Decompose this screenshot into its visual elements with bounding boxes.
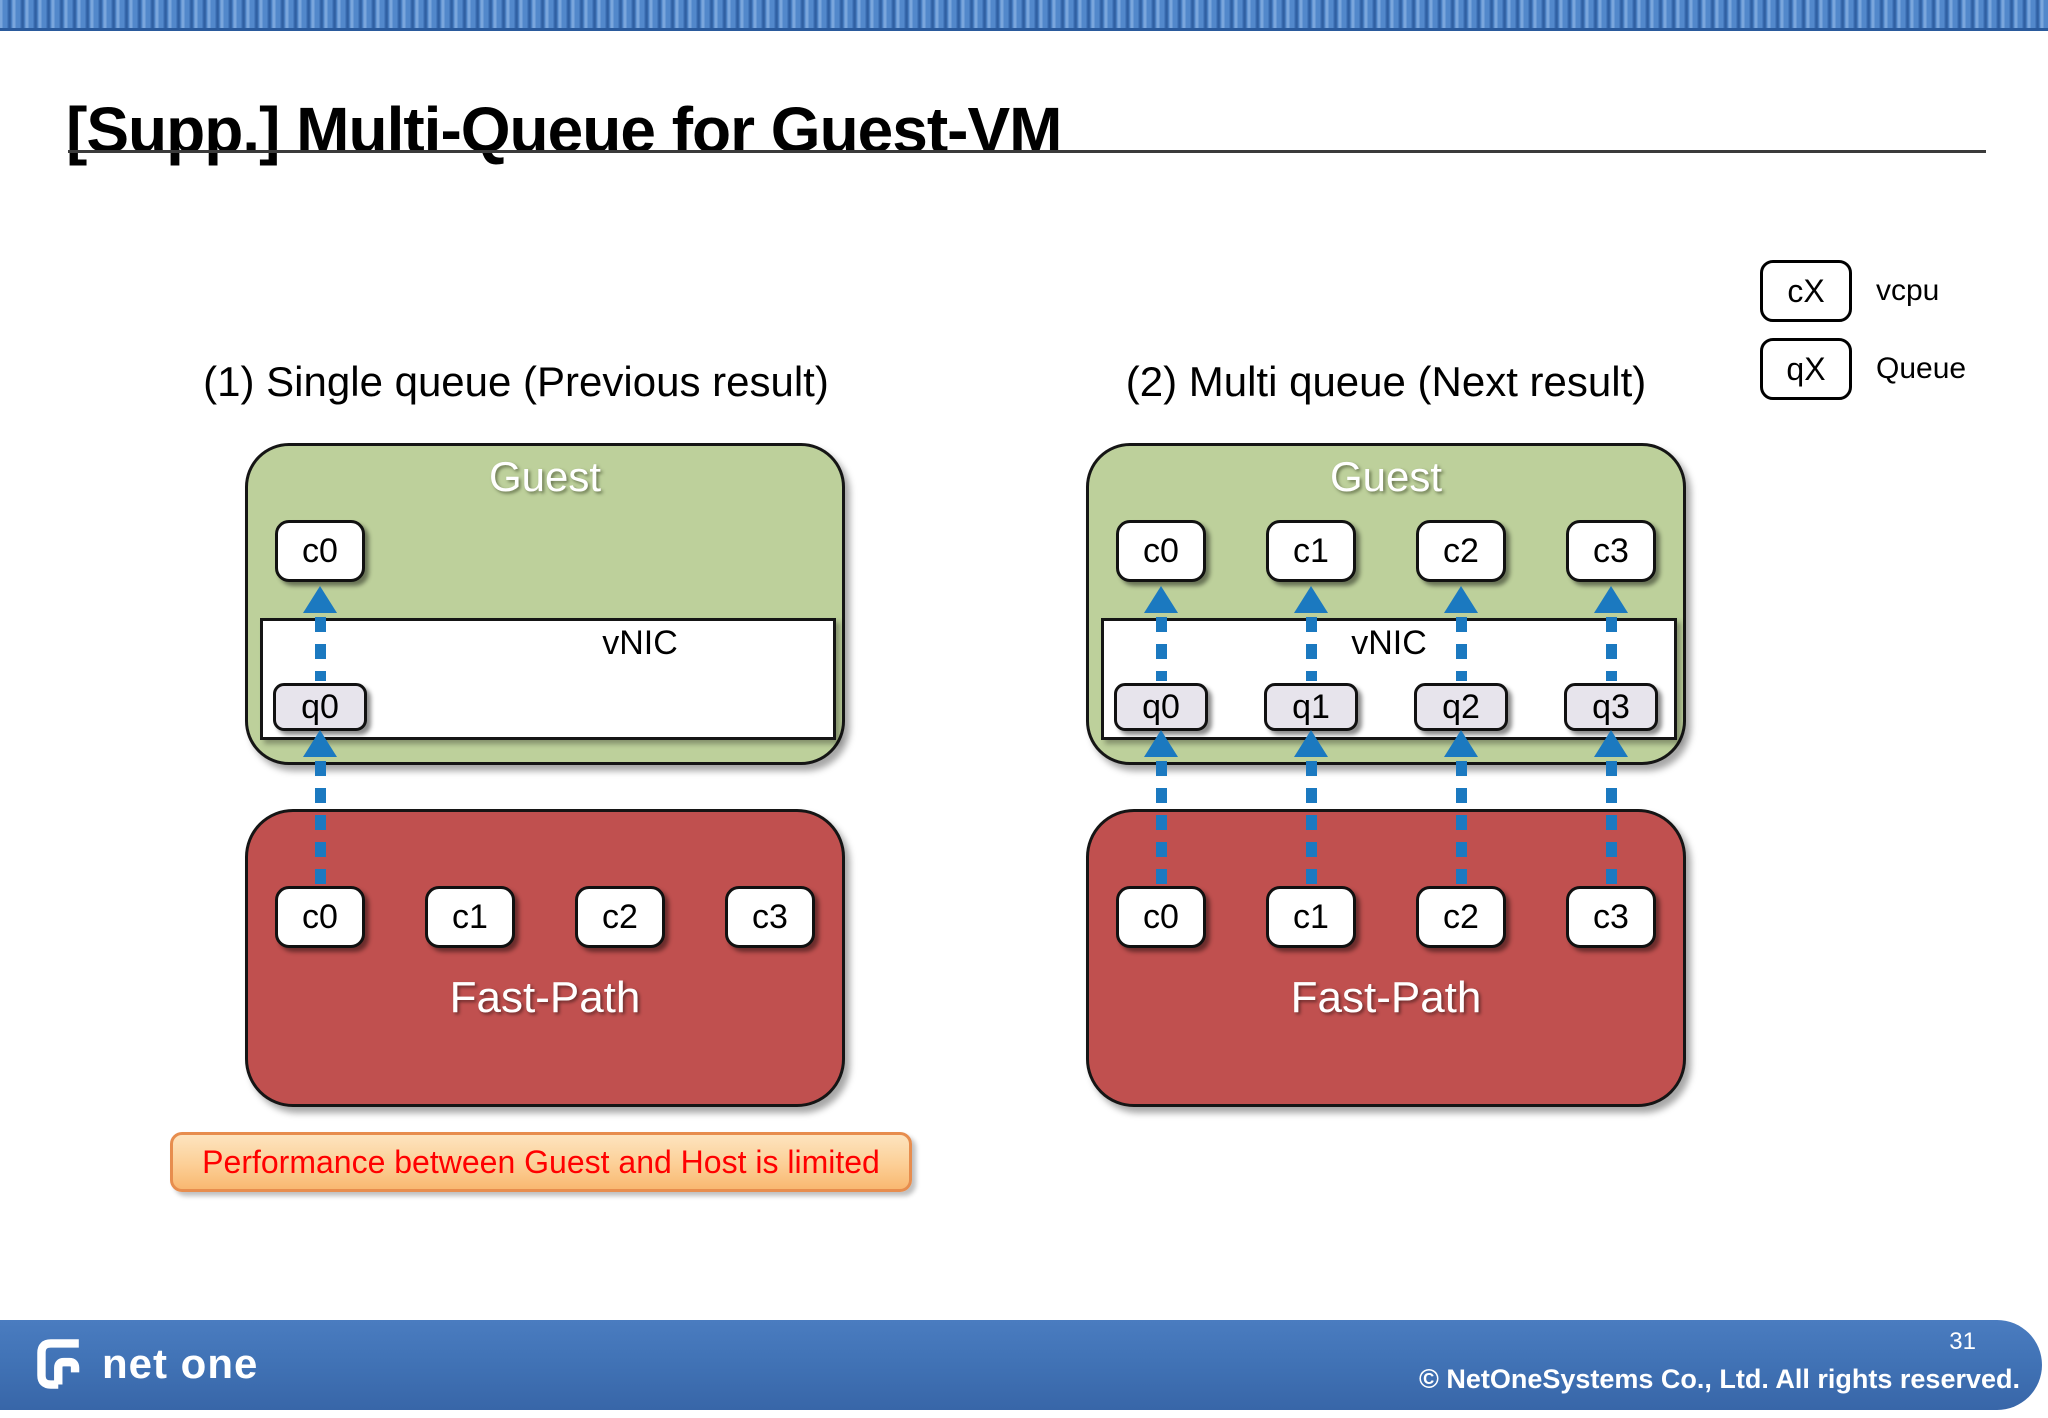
- page-title: [Supp.] Multi-Queue for Guest-VM: [66, 93, 1062, 166]
- legend-row-vcpu: cX vcpu: [1760, 260, 1939, 322]
- queue-legend-label: Queue: [1876, 352, 1967, 385]
- diagram-heading-multi-queue: (2) Multi queue (Next result): [1125, 358, 1647, 405]
- guest-vcpu-box: c0: [275, 520, 365, 582]
- page-number: 31: [1949, 1328, 1976, 1355]
- single-queue-diagram: Guest vNIC Fast-Path c0 q0 c0 c1 c2 c3: [245, 443, 845, 1115]
- guest-label: Guest: [1329, 453, 1443, 500]
- queue-box: q2: [1414, 683, 1508, 731]
- dashed-arrow-line: [1456, 617, 1467, 681]
- fastpath-vcpu-box: c2: [1416, 886, 1506, 948]
- arrow-up-icon: [1444, 730, 1478, 757]
- arrow-up-icon: [1294, 586, 1328, 613]
- netone-logo-icon: [37, 1339, 80, 1389]
- fastpath-vcpu-box: c1: [1266, 886, 1356, 948]
- fastpath-label: Fast-Path: [449, 973, 641, 1022]
- queue-box: q1: [1264, 683, 1358, 731]
- queue-box: q0: [1114, 683, 1208, 731]
- fastpath-vcpu-box: c3: [725, 886, 815, 948]
- netone-logo-text: net one: [102, 1340, 259, 1387]
- dashed-arrow-line: [1306, 761, 1317, 887]
- arrow-up-icon: [1144, 586, 1178, 613]
- dashed-arrow-line: [1156, 761, 1167, 887]
- guest-label: Guest: [488, 453, 602, 500]
- queue-box: q0: [273, 683, 367, 731]
- arrow-up-icon: [1294, 730, 1328, 757]
- footer-bar: net one 31 © NetOneSystems Co., Ltd. All…: [0, 1320, 2042, 1410]
- vcpu-legend-chip: cX: [1760, 260, 1852, 322]
- dashed-arrow-line: [315, 617, 326, 681]
- dashed-arrow-line: [315, 761, 326, 887]
- queue-legend-chip: qX: [1760, 338, 1852, 400]
- fastpath-vcpu-box: c1: [425, 886, 515, 948]
- queue-box: q3: [1564, 683, 1658, 731]
- dashed-arrow-line: [1606, 617, 1617, 681]
- arrow-up-icon: [1594, 730, 1628, 757]
- multi-queue-diagram: Guest vNIC Fast-Path c0 c1 c2 c3 q0 q1 q2 q3 c0 c…: [1086, 443, 1686, 1115]
- copyright-text: © NetOneSystems Co., Ltd. All rights res…: [1418, 1364, 2020, 1394]
- fastpath-vcpu-box: c3: [1566, 886, 1656, 948]
- dashed-arrow-line: [1156, 617, 1167, 681]
- dashed-arrow-line: [1606, 761, 1617, 887]
- title-rule: [68, 150, 1986, 153]
- dashed-arrow-line: [1306, 617, 1317, 681]
- arrow-up-icon: [1144, 730, 1178, 757]
- vcpu-legend-label: vcpu: [1876, 274, 1940, 307]
- guest-vcpu-box: c2: [1416, 520, 1506, 582]
- dashed-arrow-line: [1456, 761, 1467, 887]
- arrow-up-icon: [303, 586, 337, 613]
- guest-vcpu-box: c1: [1266, 520, 1356, 582]
- diagram-heading-single-queue: (1) Single queue (Previous result): [203, 358, 829, 405]
- arrow-up-icon: [303, 730, 337, 757]
- fastpath-vcpu-box: c0: [1116, 886, 1206, 948]
- legend-row-queue: qX Queue: [1760, 338, 1966, 400]
- fastpath-label: Fast-Path: [1290, 973, 1482, 1022]
- fastpath-vcpu-box: c0: [275, 886, 365, 948]
- top-stripe-band: [0, 0, 2048, 31]
- guest-vcpu-box: c3: [1566, 520, 1656, 582]
- arrow-up-icon: [1594, 586, 1628, 613]
- arrow-up-icon: [1444, 586, 1478, 613]
- vnic-label: vNIC: [1351, 624, 1427, 662]
- fastpath-vcpu-box: c2: [575, 886, 665, 948]
- fastpath-box: [1086, 809, 1686, 1107]
- performance-callout: Performance between Guest and Host is li…: [170, 1132, 912, 1192]
- guest-vcpu-box: c0: [1116, 520, 1206, 582]
- vnic-label: vNIC: [602, 624, 678, 662]
- fastpath-box: [245, 809, 845, 1107]
- netone-logo: net one: [34, 1336, 258, 1392]
